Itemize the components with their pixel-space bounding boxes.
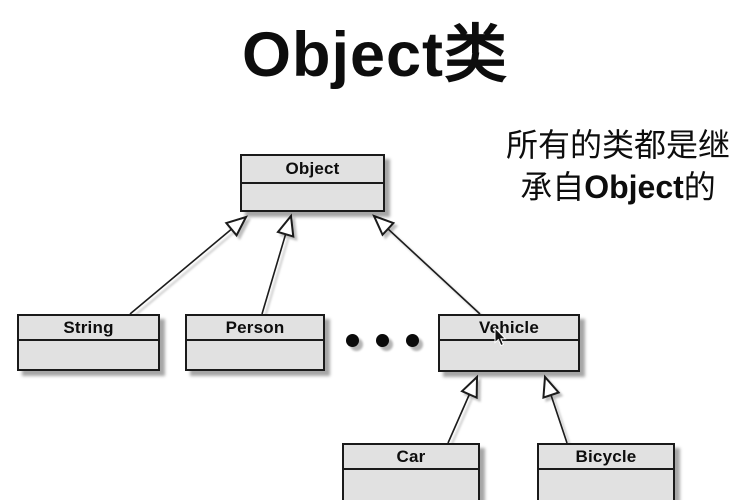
note: 所有的类都是继 承自Object的 (486, 124, 750, 208)
class-box-string: String (17, 314, 160, 371)
cursor-arrow-icon (494, 328, 507, 347)
class-box-object: Object (240, 154, 385, 212)
class-box-bicycle: Bicycle (537, 443, 675, 500)
note-line2: 承自Object的 (520, 169, 716, 205)
page-title: Object类 (241, 20, 509, 90)
inheritance-edge-person-object (261, 213, 295, 315)
class-box-car: Car (342, 443, 480, 500)
ellipsis-dots (346, 334, 419, 347)
inheritance-edge-bicycle-vehicle (542, 374, 568, 444)
ellipsis-dot (406, 334, 419, 347)
class-box-vehicle: Vehicle (438, 314, 580, 372)
ellipsis-dot (376, 334, 389, 347)
mouse-cursor (494, 328, 507, 347)
class-title-bicycle: Bicycle (539, 445, 673, 470)
inheritance-edge-string-object (129, 215, 248, 315)
class-title-string: String (19, 316, 158, 341)
class-title-car: Car (344, 445, 478, 470)
class-title-object: Object (242, 156, 383, 184)
ellipsis-dot (346, 334, 359, 347)
class-box-person: Person (185, 314, 325, 371)
class-title-person: Person (187, 316, 323, 341)
class-title-vehicle: Vehicle (440, 316, 578, 341)
inheritance-edge-car-vehicle (447, 374, 479, 444)
note-line1: 所有的类都是继 (505, 127, 730, 163)
inheritance-edge-vehicle-object (372, 214, 481, 315)
